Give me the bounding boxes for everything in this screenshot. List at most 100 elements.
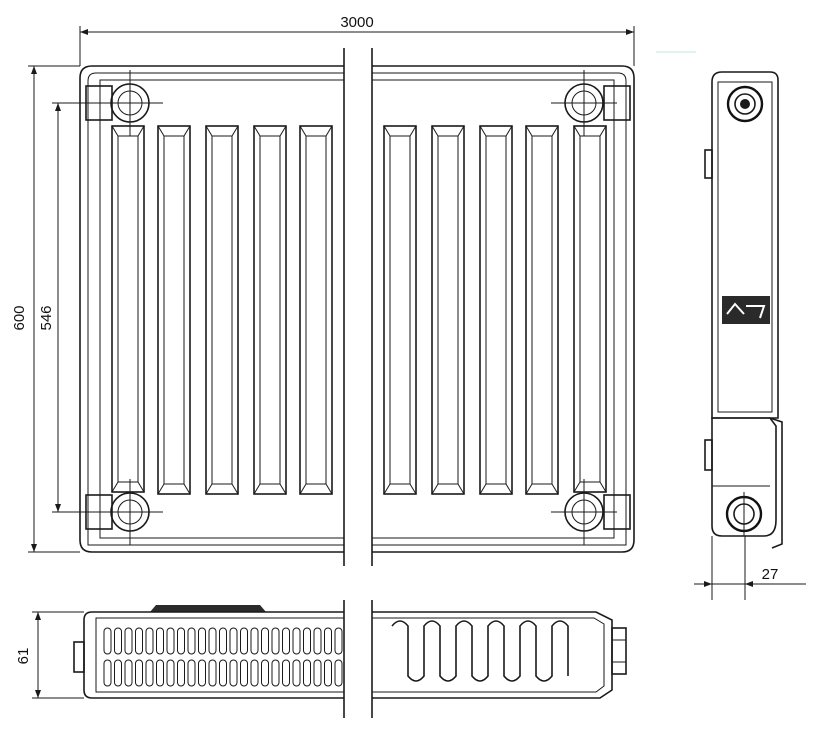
- dimension-height: 600: [11, 65, 80, 553]
- channel-bevel: [205, 125, 213, 137]
- channel-inner: [437, 135, 459, 485]
- fin-bottom: [198, 659, 206, 687]
- fin-top: [334, 627, 343, 655]
- fin-top: [219, 627, 227, 655]
- channel-outer: [525, 125, 559, 495]
- channel-bevel: [505, 125, 513, 137]
- dimension-width: 3000: [79, 14, 635, 66]
- channel-bevel: [525, 483, 533, 495]
- fin-top: [114, 627, 122, 655]
- fin-bottom: [324, 659, 332, 687]
- top-view: 61: [15, 600, 627, 718]
- fin-bottom: [303, 659, 311, 687]
- channel-bevel: [409, 125, 417, 137]
- fin-top: [145, 627, 154, 655]
- channel-inner: [117, 135, 139, 483]
- channel-outer: [253, 125, 287, 495]
- fin-bottom: [135, 659, 143, 687]
- fin-top: [156, 627, 164, 655]
- fin-top: [103, 627, 112, 655]
- channel-bevel: [231, 483, 239, 495]
- fin-bottom: [114, 659, 122, 687]
- channel-bevel: [479, 483, 487, 495]
- fin-top: [292, 627, 301, 655]
- fin-bottom: [145, 659, 154, 687]
- fin-top: [261, 627, 269, 655]
- channel-inner: [211, 135, 233, 485]
- channel-inner: [579, 135, 601, 483]
- fin-top: [135, 627, 143, 655]
- channel-inner: [259, 135, 281, 485]
- channel-inner: [163, 135, 185, 485]
- fin-bottom: [156, 659, 164, 687]
- connection-spacing-label: 546: [38, 305, 55, 330]
- fin-bottom: [124, 659, 133, 687]
- channel-outer: [111, 125, 145, 493]
- fin-bottom: [229, 659, 238, 687]
- channel-bevel: [457, 125, 465, 137]
- fin-top: [187, 627, 196, 655]
- channel-bevel: [409, 483, 417, 495]
- side-view: 27: [656, 51, 806, 600]
- wall-offset-label: 27: [762, 566, 779, 583]
- channel-outer: [573, 125, 607, 493]
- fin-bottom: [166, 659, 175, 687]
- channel-bevel: [325, 125, 333, 137]
- channel-bevel: [183, 483, 191, 495]
- fitting-bottom-right: [551, 479, 631, 545]
- channel-bevel: [431, 125, 439, 137]
- fin-bottom: [177, 659, 185, 687]
- channel-bevel: [299, 125, 307, 137]
- fin-top: [250, 627, 259, 655]
- channel-bevel: [551, 483, 559, 495]
- fin-top: [166, 627, 175, 655]
- channel-bevel: [137, 481, 145, 493]
- channel-bevel: [599, 125, 607, 137]
- channel-outer: [479, 125, 513, 495]
- channel-bevel: [431, 483, 439, 495]
- channel-bevel: [479, 125, 487, 137]
- channel-inner: [389, 135, 411, 485]
- front-view: 3000 600 546: [11, 14, 635, 566]
- fin-bottom: [282, 659, 290, 687]
- fin-bottom: [271, 659, 280, 687]
- channel-outer: [205, 125, 239, 495]
- fin-top: [313, 627, 322, 655]
- fin-top: [303, 627, 311, 655]
- channel-bevel: [279, 483, 287, 495]
- channel-bevel: [573, 125, 581, 137]
- channel-bevel: [279, 125, 287, 137]
- channel-outer: [383, 125, 417, 495]
- channel-bevel: [111, 125, 119, 137]
- channel-outer: [299, 125, 333, 495]
- fin-top: [324, 627, 332, 655]
- fitting-top-right: [551, 70, 631, 136]
- fin-top: [177, 627, 185, 655]
- fin-bottom: [103, 659, 112, 687]
- dimension-connection-spacing: 546: [38, 102, 110, 513]
- channel-bevel: [205, 483, 213, 495]
- channel-inner: [531, 135, 553, 485]
- fin-bottom: [334, 659, 343, 687]
- fin-bottom: [313, 659, 322, 687]
- fin-top: [124, 627, 133, 655]
- fin-bottom: [250, 659, 259, 687]
- channel-bevel: [551, 125, 559, 137]
- fin-top: [198, 627, 206, 655]
- channel-outer: [157, 125, 191, 495]
- channel-bevel: [183, 125, 191, 137]
- channel-bevel: [383, 483, 391, 495]
- channel-bevel: [253, 483, 261, 495]
- fin-bottom: [187, 659, 196, 687]
- channel-bevel: [299, 483, 307, 495]
- fin-top: [282, 627, 290, 655]
- fin-top: [271, 627, 280, 655]
- channel-bevel: [573, 481, 581, 493]
- channel-bevel: [599, 481, 607, 493]
- channel-bevel: [111, 481, 119, 493]
- depth-label: 61: [15, 648, 32, 665]
- channel-inner: [485, 135, 507, 485]
- channel-bevel: [137, 125, 145, 137]
- fin-bottom: [240, 659, 248, 687]
